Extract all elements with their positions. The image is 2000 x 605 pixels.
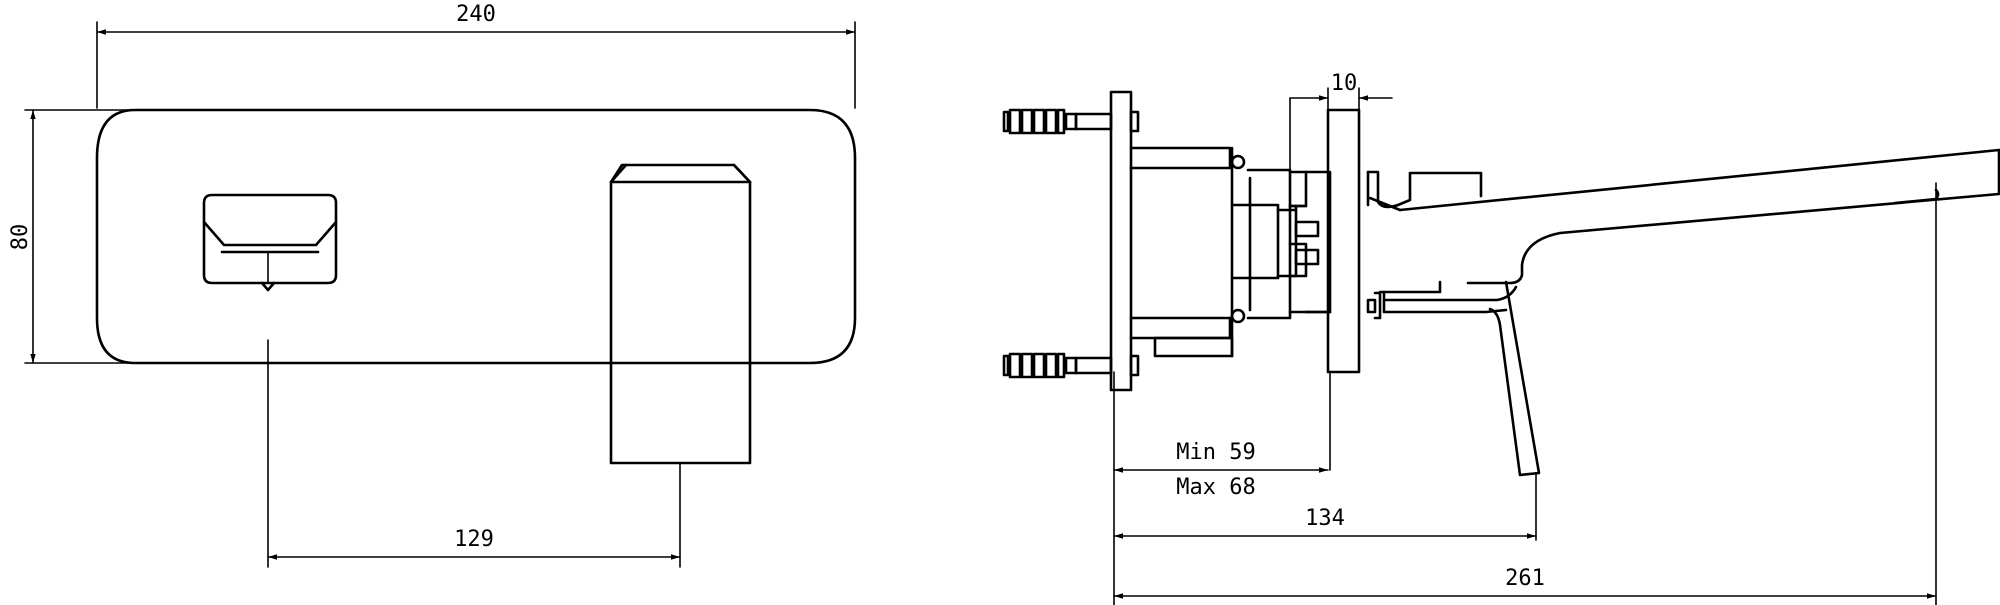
dimension-129: 129 (267, 527, 681, 560)
dimension-129-label: 129 (454, 527, 494, 552)
dimension-261: 261 (1113, 566, 1937, 599)
dimension-min-label: Min 59 (1176, 440, 1255, 465)
dimension-134-label: 134 (1305, 506, 1345, 531)
dimension-80-label: 80 (8, 224, 33, 251)
dimension-134: 134 (1113, 506, 1537, 539)
side-view: 10 Min 59 Max 68 134 261 (1002, 71, 2000, 605)
dimension-10-label: 10 (1331, 71, 1358, 96)
wall-anchor-bottom (1002, 352, 1140, 379)
dimension-261-label: 261 (1505, 566, 1545, 591)
dimension-240: 240 (96, 2, 856, 35)
wall-anchor-top (1002, 108, 1140, 135)
wall-plate-outline (95, 108, 857, 365)
escutcheon-plate (1326, 108, 1361, 374)
side-extension-lines (1113, 87, 1937, 605)
spout-outlet (202, 193, 338, 292)
front-view: 240 80 129 (8, 2, 857, 568)
mounting-bracket (1109, 90, 1133, 392)
concealed-body (1129, 146, 1332, 358)
spout-side (1366, 148, 2000, 320)
lever-side (1382, 280, 1541, 477)
extension-lines (24, 21, 856, 568)
dimension-80: 80 (8, 109, 36, 364)
lever-handle (609, 163, 752, 465)
dimension-min-max: Min 59 Max 68 (1113, 440, 1329, 500)
dimension-max-label: Max 68 (1176, 475, 1255, 500)
dimension-10: 10 (1289, 71, 1393, 101)
dimension-240-label: 240 (456, 2, 496, 27)
